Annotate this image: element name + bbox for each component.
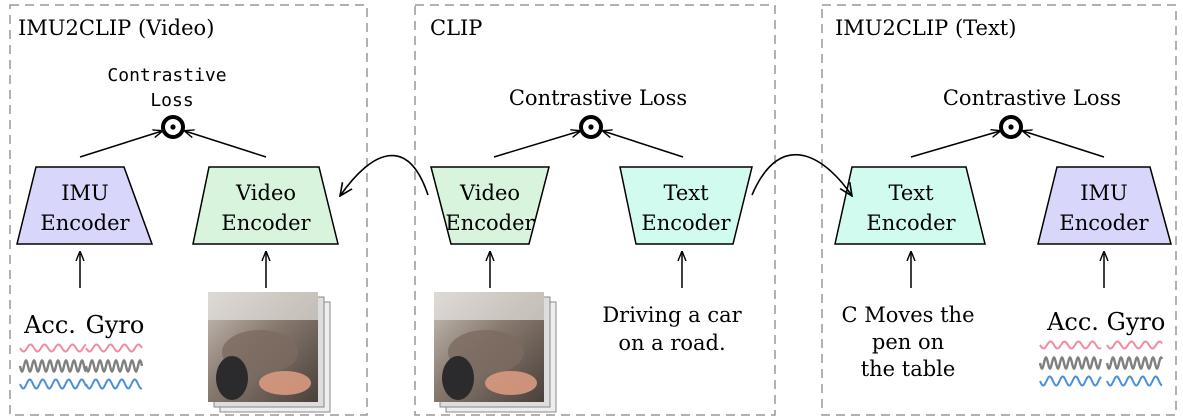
text-encoder: Text Encoder (834, 166, 986, 245)
encoder-label-line2: Encoder (866, 211, 956, 235)
video-frame-stack (208, 292, 331, 413)
panel-title: IMU2CLIP (Video) (18, 16, 214, 40)
arrow-video-to-loss (185, 131, 267, 158)
signal-wave (85, 343, 143, 353)
panel-imu2clip-text: IMU2CLIP (Text) Contrastive Loss Text En… (821, 4, 1177, 416)
panel-imu2clip-video: IMU2CLIP (Video) Contrastive Loss IMU En… (9, 4, 368, 416)
loss-label-line2: Loss (150, 90, 193, 111)
arrow-clip-text-encoder-to-imu2clip (751, 153, 852, 196)
encoder-label-line1: IMU (1080, 181, 1128, 205)
encoder-label-line1: IMU (61, 181, 109, 205)
signal-wave (19, 343, 87, 353)
signal-wave (1105, 355, 1164, 371)
encoder-label-line2: Encoder (641, 211, 731, 235)
panel-border (414, 4, 776, 416)
encoder-label-line1: Video (235, 181, 296, 205)
arrow-text-to-loss (603, 131, 684, 158)
caption-line2: pen on (872, 330, 944, 354)
signal-wave (1106, 340, 1163, 350)
signal-wave (1106, 375, 1163, 387)
gyro-signal-waves (1105, 340, 1164, 387)
imu-encoder: IMU Encoder (1037, 166, 1172, 245)
imu-signal-waves (1038, 340, 1103, 387)
text-encoder: Text Encoder (619, 166, 753, 245)
panel-clip: CLIP Contrastive Loss Video Encoder Text… (414, 4, 776, 416)
arrow-text-to-loss (910, 131, 1000, 158)
encoder-label-line2: Encoder (445, 211, 535, 235)
sensor-label-acc: Acc. (1046, 308, 1099, 336)
signal-wave (19, 378, 87, 390)
video-frame-stack (434, 292, 557, 413)
loss-label: Contrastive Loss (509, 86, 687, 110)
caption-line1: C Moves the (841, 303, 974, 327)
sensor-label-acc: Acc. (23, 311, 76, 339)
encoder-label-line2: Encoder (1059, 211, 1149, 235)
encoder-label-line1: Video (459, 181, 520, 205)
arrow-video-to-loss (493, 131, 580, 158)
signal-wave (85, 378, 143, 390)
loss-label: Contrastive Loss (943, 86, 1121, 110)
encoder-label-line1: Text (663, 181, 709, 205)
signal-wave (1039, 375, 1102, 387)
signal-wave (1038, 355, 1103, 371)
video-encoder: Video Encoder (430, 166, 550, 245)
encoder-label-line2: Encoder (221, 211, 311, 235)
contrastive-loss-node (579, 115, 603, 139)
arrow-imu-to-loss (1023, 131, 1105, 158)
sensor-label-gyro: Gyro (86, 311, 145, 339)
signal-wave (18, 358, 87, 374)
contrastive-loss-node (999, 115, 1023, 139)
encoder-label-line2: Encoder (40, 211, 130, 235)
loss-label-line1: Contrastive (107, 65, 226, 86)
signal-wave (1039, 340, 1102, 350)
imu-encoder: IMU Encoder (16, 166, 154, 245)
arrow-imu-to-loss (79, 131, 162, 158)
video-encoder: Video Encoder (192, 166, 339, 245)
gyro-signal-waves (84, 343, 144, 390)
sensor-label-gyro: Gyro (1107, 308, 1166, 336)
panel-border (821, 4, 1177, 416)
caption-line3: the table (861, 357, 956, 381)
contrastive-loss-node (161, 115, 185, 139)
panel-border (9, 4, 368, 416)
panel-title: CLIP (430, 16, 482, 40)
imu-signal-waves (18, 343, 87, 390)
caption-line1: Driving a car (602, 303, 742, 327)
arrow-clip-video-encoder-to-imu2clip (340, 154, 429, 196)
caption-line2: on a road. (618, 331, 725, 355)
signal-wave (84, 358, 144, 374)
panel-title: IMU2CLIP (Text) (835, 16, 1016, 40)
encoder-label-line1: Text (888, 181, 934, 205)
